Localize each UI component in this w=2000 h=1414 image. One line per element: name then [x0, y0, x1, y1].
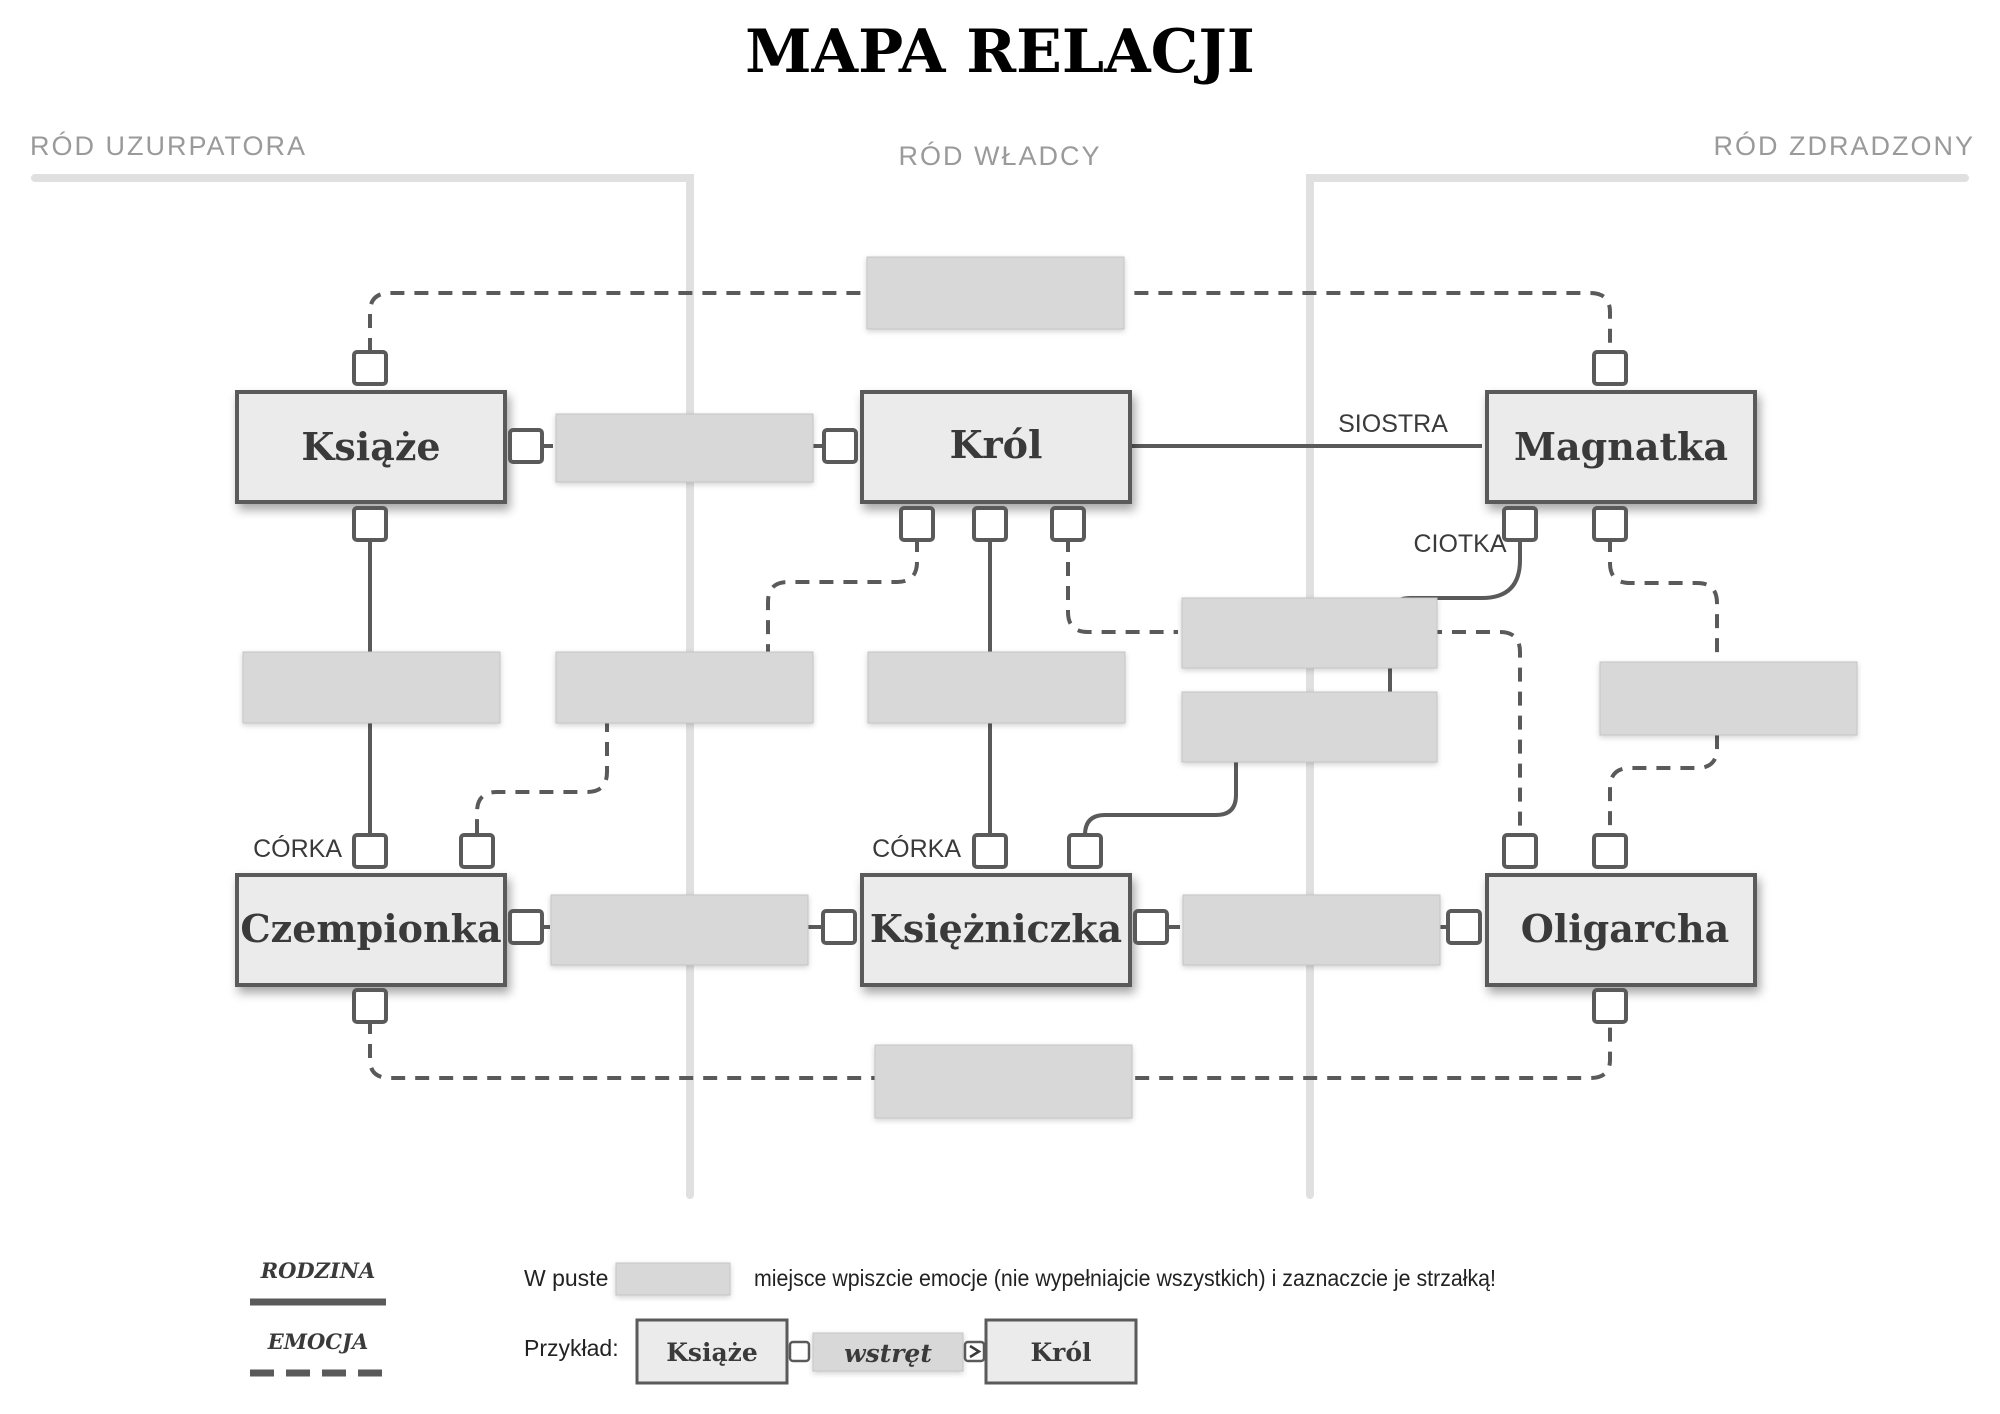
connector-square[interactable] — [1067, 833, 1103, 869]
character-name-ksiaze: Książe — [301, 424, 440, 469]
relation-label-corka-ksiezniczka: CÓRKA — [872, 834, 961, 863]
character-box-czempionka[interactable] — [235, 873, 507, 987]
emotion-slot-czempionka-ksiezniczka[interactable] — [550, 894, 809, 966]
character-name-oligarcha: Oligarcha — [1521, 906, 1730, 951]
connector-square[interactable] — [1592, 506, 1628, 542]
emotion-line-slot-oligarcha — [1428, 630, 1522, 848]
emotion-line-slot-czempionka — [475, 718, 609, 848]
page-title: MAPA RELACJI — [745, 17, 1255, 87]
connector-square[interactable] — [1502, 833, 1538, 869]
family-line-ciotka-ksiezniczka — [1083, 760, 1238, 848]
emotion-slot-magnatka-oligarcha[interactable] — [1599, 661, 1858, 736]
connector-square[interactable] — [459, 833, 495, 869]
connector-square[interactable] — [822, 428, 858, 464]
character-box-oligarcha[interactable] — [1485, 873, 1757, 987]
connector-square[interactable] — [972, 833, 1008, 869]
emotion-slot-ksiaze-krol[interactable] — [555, 413, 814, 483]
connector-square[interactable] — [508, 428, 544, 464]
emotion-line-krol-slot-right — [1066, 538, 1178, 634]
connector-square[interactable] — [352, 988, 388, 1024]
legend-instruction-prefix: W puste — [524, 1265, 608, 1291]
legend-emotion-slot-sample — [615, 1262, 731, 1296]
emotion-slot-mid-right-lower[interactable] — [1181, 691, 1438, 763]
connector-square[interactable] — [899, 506, 935, 542]
connector-square[interactable] — [508, 909, 544, 945]
connector-square[interactable] — [821, 909, 857, 945]
emotion-line-slot-oligarcha-2 — [1608, 735, 1719, 848]
character-box-krol[interactable] — [860, 390, 1132, 504]
legend-instruction-suffix: miejsce wpiszcie emocje (nie wypełniajci… — [754, 1265, 1496, 1291]
legend-example-to-name: Król — [1030, 1338, 1091, 1367]
relation-label-siostra: SIOSTRA — [1338, 410, 1448, 438]
legend-emotion-label: EMOCJA — [267, 1329, 369, 1354]
legend: RODZINA EMOCJA W puste miejsce wpiszcie … — [250, 1258, 1496, 1385]
divider-left — [31, 174, 694, 1199]
emotion-slot-krol-ksiezniczka[interactable] — [867, 651, 1126, 724]
connector-square[interactable] — [352, 350, 388, 386]
legend-family-label: RODZINA — [260, 1258, 376, 1283]
legend-example-box-to — [984, 1318, 1138, 1385]
connector-square[interactable] — [1592, 988, 1628, 1024]
connector-square[interactable] — [352, 833, 388, 869]
connector-square[interactable] — [1502, 506, 1538, 542]
relation-label-ciotka: CIOTKA — [1413, 530, 1506, 558]
emotion-slot-mid-left[interactable] — [555, 651, 814, 724]
character-box-ksiaze[interactable] — [235, 390, 507, 504]
character-name-ksiezniczka: Księżniczka — [870, 906, 1122, 951]
arrow-right-icon — [969, 1344, 982, 1359]
section-right-title: RÓD ZDRADZONY — [1714, 130, 1976, 161]
emotion-slot-top[interactable] — [866, 256, 1125, 330]
connector-square[interactable] — [1133, 909, 1169, 945]
section-left-title: RÓD UZURPATORA — [30, 130, 307, 161]
connector-square[interactable] — [352, 506, 388, 542]
character-name-krol: Król — [950, 422, 1043, 467]
connector-square[interactable] — [1592, 350, 1628, 386]
emotion-slot-bottom[interactable] — [874, 1044, 1133, 1119]
emotion-lines — [368, 291, 1719, 1080]
character-boxes — [235, 390, 1757, 987]
connector-square[interactable] — [1050, 506, 1086, 542]
connector-square[interactable] — [1592, 833, 1628, 869]
section-dividers — [31, 174, 1969, 1199]
character-box-ksiezniczka[interactable] — [860, 873, 1132, 987]
emotion-slot-mid-right-upper[interactable] — [1181, 597, 1438, 669]
legend-example-label: Przykład: — [524, 1335, 619, 1361]
divider-right — [1306, 174, 1969, 1199]
connector-square[interactable] — [972, 506, 1008, 542]
emotion-slot-ksiaze-czempionka[interactable] — [242, 651, 501, 724]
legend-example-from-name: Książe — [666, 1338, 758, 1367]
character-name-magnatka: Magnatka — [1514, 424, 1728, 469]
connector-square — [788, 1340, 811, 1363]
emotion-slots — [242, 256, 1858, 1119]
emotion-slot-ksiezniczka-oligarcha[interactable] — [1182, 894, 1441, 966]
legend-example-box-from — [635, 1318, 789, 1385]
emotion-line-magnatka-slot — [1608, 538, 1719, 662]
connector-squares — [352, 350, 1628, 1024]
section-center-title: RÓD WŁADCY — [898, 140, 1101, 171]
legend-example-emotion-slot — [812, 1332, 964, 1372]
character-box-magnatka[interactable] — [1485, 390, 1757, 504]
character-name-czempionka: Czempionka — [240, 906, 501, 951]
legend-example-emotion: wstręt — [844, 1339, 932, 1368]
connector-square[interactable] — [1446, 909, 1482, 945]
relation-label-corka-czempionka: CÓRKA — [253, 834, 342, 863]
emotion-line-krol-slot — [766, 538, 919, 652]
